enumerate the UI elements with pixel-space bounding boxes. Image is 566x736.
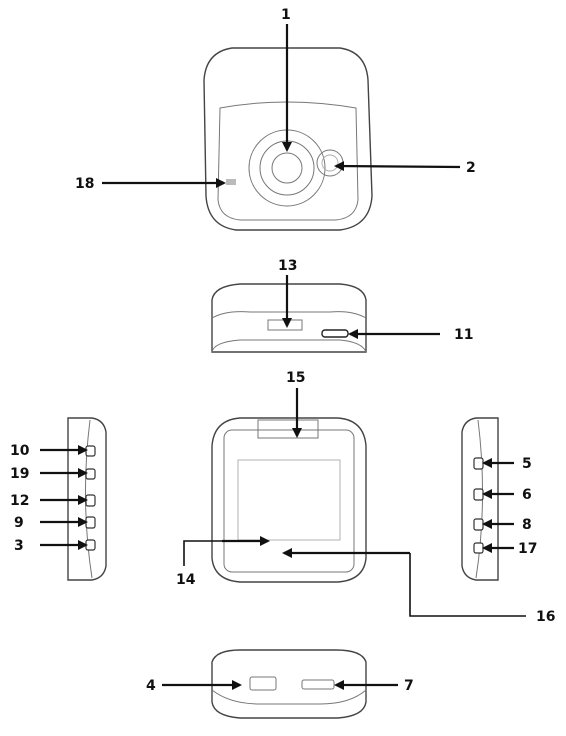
callout-15: 15 [286,370,305,386]
callout-19: 19 [10,466,29,482]
microphone-hole [226,179,236,185]
callout-4: 4 [146,678,156,694]
callout-7: 7 [404,678,414,694]
lcd-screen [237,459,341,541]
lens-icon [271,152,303,184]
callout-12: 12 [10,493,29,509]
callout-labels: 1 2 18 13 11 15 10 19 12 9 3 5 6 8 17 14… [10,7,555,694]
button-3 [85,539,96,551]
usb-port [249,676,277,691]
callout-10: 10 [10,443,30,459]
right-side-view [461,417,499,581]
button-5 [473,457,484,470]
callout-3: 3 [14,538,24,554]
callout-8: 8 [522,517,532,533]
bottom-view [211,649,367,719]
callout-18: 18 [75,176,94,192]
callout-5: 5 [522,456,532,472]
button-6 [473,488,484,501]
mount-slot [257,419,319,439]
callout-9: 9 [14,515,24,531]
button-10 [85,445,96,457]
button-9 [85,516,96,529]
callout-14: 14 [176,572,196,588]
callout-13: 13 [278,258,297,274]
callout-2: 2 [466,160,476,176]
power-button [321,329,349,338]
callout-17: 17 [518,541,537,557]
button-19 [85,468,96,480]
top-view [211,283,367,353]
callout-1: 1 [281,7,291,23]
button-8 [473,518,484,531]
callout-6: 6 [522,487,532,503]
callout-11: 11 [454,327,473,343]
button-17 [473,542,484,554]
callout-16: 16 [536,609,555,625]
callout-arrows [40,24,526,690]
button-12 [85,494,96,507]
back-view [211,417,367,583]
